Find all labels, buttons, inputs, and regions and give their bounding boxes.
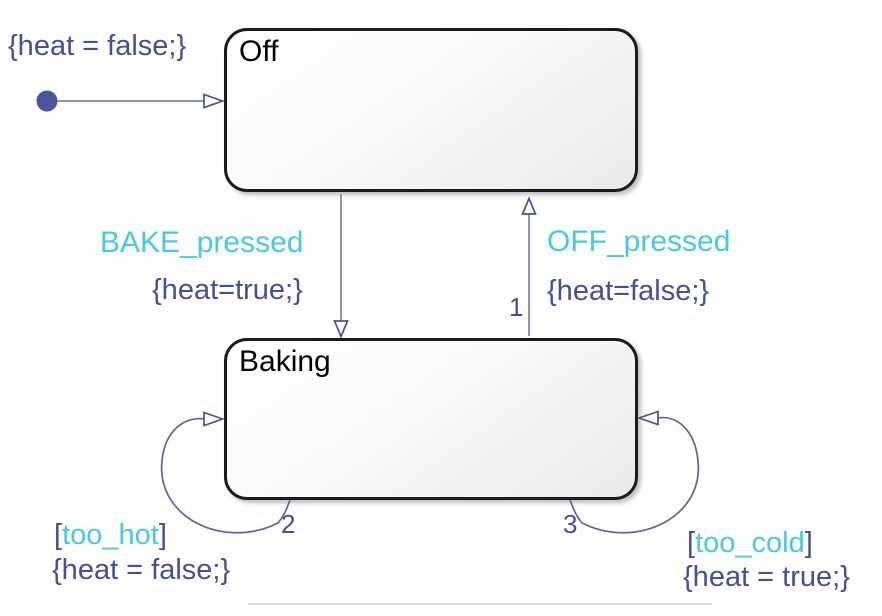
state-baking[interactable]: Baking — [224, 338, 638, 500]
transition-toocold-arrowhead[interactable] — [636, 410, 659, 426]
transition-toohot-loop[interactable] — [160, 417, 291, 534]
transition-off-arrowhead[interactable] — [521, 196, 537, 215]
state-baking-label[interactable]: Baking — [239, 345, 331, 378]
toohot-open-bracket: [ — [54, 519, 63, 551]
toohot-condition-name: too_hot — [62, 519, 159, 551]
initial-transition-arrowhead[interactable] — [203, 93, 226, 109]
bake-transition-event-label[interactable]: BAKE_pressed — [100, 226, 304, 259]
toohot-transition-action-label[interactable]: {heat = false;} — [52, 554, 231, 586]
transition-toohot-arrowhead[interactable] — [203, 411, 226, 427]
toocold-condition-name: too_cold — [695, 527, 805, 559]
state-off-label[interactable]: Off — [239, 35, 279, 68]
state-off[interactable]: Off — [224, 28, 638, 192]
transition-bake-arrowhead[interactable] — [333, 320, 349, 339]
toocold-close-bracket: ] — [804, 527, 813, 559]
toocold-transition-action-label[interactable]: {heat = true;} — [683, 561, 850, 593]
transition-toocold-loop[interactable] — [569, 416, 700, 534]
initial-state-dot[interactable] — [36, 90, 58, 112]
toohot-close-bracket: ] — [158, 519, 167, 551]
initial-transition-action-label[interactable]: {heat = false;} — [8, 30, 187, 62]
toohot-transition-condition-label[interactable]: [too_hot] — [54, 520, 167, 550]
toocold-open-bracket: [ — [687, 527, 696, 559]
off-transition-order-badge: 1 — [509, 292, 524, 322]
toohot-transition-order-badge: 2 — [281, 509, 296, 539]
off-transition-event-label[interactable]: OFF_pressed — [547, 225, 731, 258]
toocold-transition-condition-label[interactable]: [too_cold] — [687, 528, 813, 558]
toocold-transition-order-badge: 3 — [563, 509, 578, 539]
bake-transition-action-label[interactable]: {heat=true;} — [152, 274, 303, 306]
off-transition-action-label[interactable]: {heat=false;} — [547, 275, 710, 307]
